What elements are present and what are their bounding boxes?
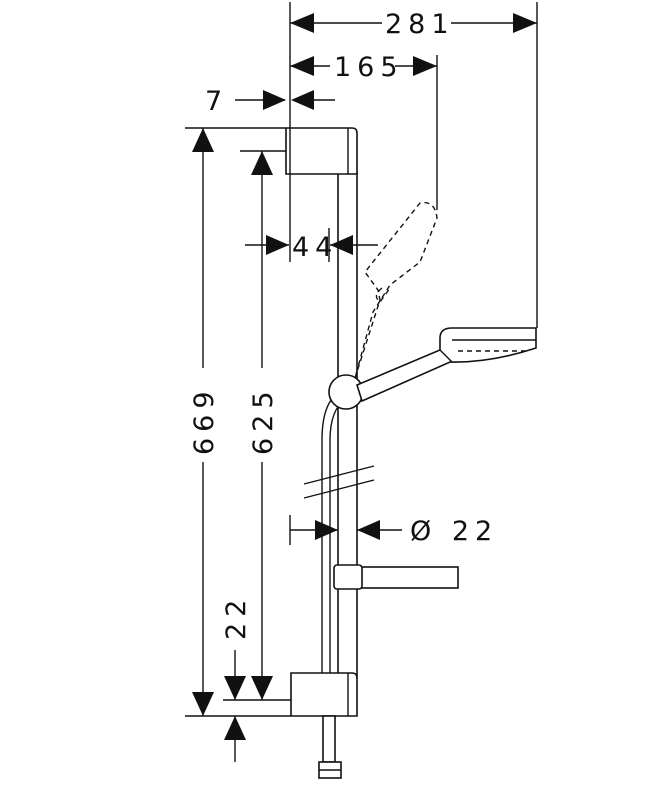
dim-625-label: 625 [248, 385, 279, 455]
dimension-total-reach: 281 [290, 9, 537, 40]
dimension-bar-diameter: Ø 22 [290, 516, 498, 547]
break-line [303, 465, 375, 485]
dim-44-label: 44 [292, 232, 338, 263]
dim-diameter-label: Ø 22 [410, 516, 498, 547]
dimension-bar-height: 625 [248, 151, 279, 700]
dim-22-label: 22 [221, 594, 252, 640]
hand-shower [356, 327, 537, 403]
soap-dish [356, 566, 459, 589]
soap-dish-clamp [333, 564, 363, 590]
slider-knob [328, 374, 364, 410]
bottom-wall-bracket [290, 672, 358, 717]
dimension-lower-offset: 22 [221, 594, 252, 762]
dimension-total-height: 669 [189, 128, 220, 716]
dim-7-label: 7 [205, 86, 228, 117]
hand-shower-alt-position [354, 201, 438, 379]
dim-165-label: 165 [334, 52, 404, 83]
dimension-arm-reach: 165 [290, 52, 437, 83]
hose-outlet [322, 715, 336, 763]
dim-281-label: 281 [385, 9, 455, 40]
shower-rail-assembly [285, 127, 537, 779]
dimension-bracket-offset: 7 [205, 86, 335, 117]
top-wall-bracket [285, 127, 358, 175]
dimension-wall-gap: 44 [245, 232, 378, 263]
dim-669-label: 669 [189, 385, 220, 455]
